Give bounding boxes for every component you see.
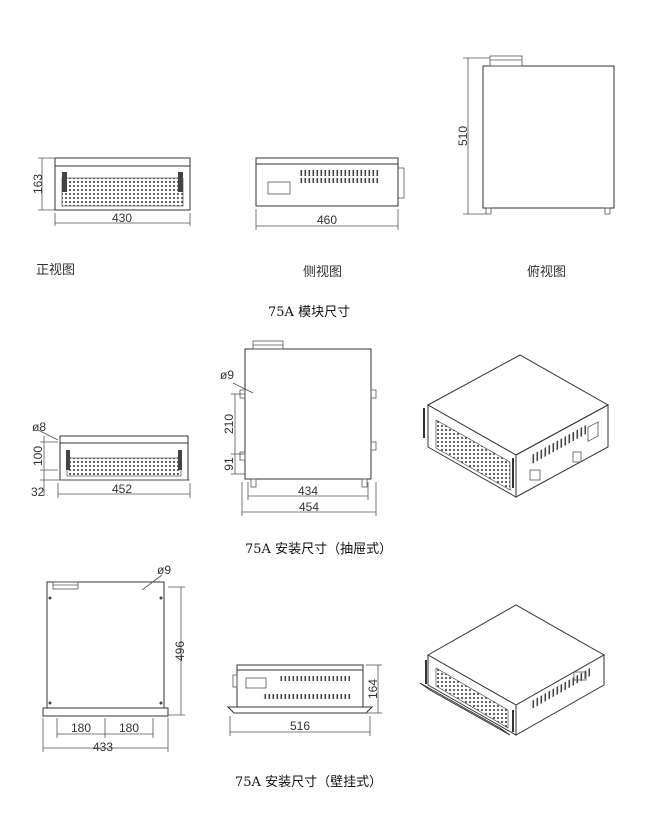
drawer-front-view: ø8 100 32 452 [31,420,191,499]
drawer-top-depth-lower-dim: 91 [222,457,236,471]
wall-top-hole-dim: ø9 [157,563,171,577]
front-view-module: 163 430 [31,157,191,226]
wall-top-total-width-dim: 433 [93,740,113,754]
wall-top-span-right-dim: 180 [119,721,139,735]
side-view-module: 460 [255,157,405,230]
front-width-dim: 430 [112,211,132,225]
top-view-label: 俯视图 [527,265,567,280]
wall-side-view: 164 516 [226,664,382,736]
wall-install-caption: 75A 安装尺寸（壁挂式） [235,775,383,790]
front-height-dim: 163 [31,174,45,194]
drawer-install-caption: 75A 安装尺寸（抽屉式） [245,542,393,557]
wall-side-width-dim: 516 [290,719,310,733]
drawer-front-hole-dim: ø8 [32,420,46,434]
wall-side-height-dim: 164 [366,679,380,699]
drawer-top-inner-width-dim: 434 [298,484,318,498]
wall-isometric-view [419,604,606,736]
top-height-dim: 510 [456,126,470,146]
drawer-top-view: ø9 210 91 434 454 [220,340,377,516]
wall-top-span-left-dim: 180 [71,721,91,735]
front-view-label: 正视图 [36,263,76,278]
side-width-dim: 460 [317,213,337,227]
drawer-isometric-view [423,354,610,498]
drawer-front-height-upper-dim: 100 [31,446,45,466]
drawer-front-width-dim: 452 [112,482,132,496]
drawer-top-outer-width-dim: 454 [299,500,319,514]
drawer-top-depth-upper-dim: 210 [222,414,236,434]
side-view-label: 侧视图 [303,265,343,280]
module-dimensions-caption: 75A 模块尺寸 [268,305,351,320]
top-view-module: 510 [456,55,615,215]
wall-top-view: ø9 496 180 180 433 [42,563,187,754]
wall-top-depth-dim: 496 [173,641,187,661]
drawer-front-height-lower-dim: 32 [31,485,45,499]
drawer-top-hole-dim: ø9 [220,368,234,382]
